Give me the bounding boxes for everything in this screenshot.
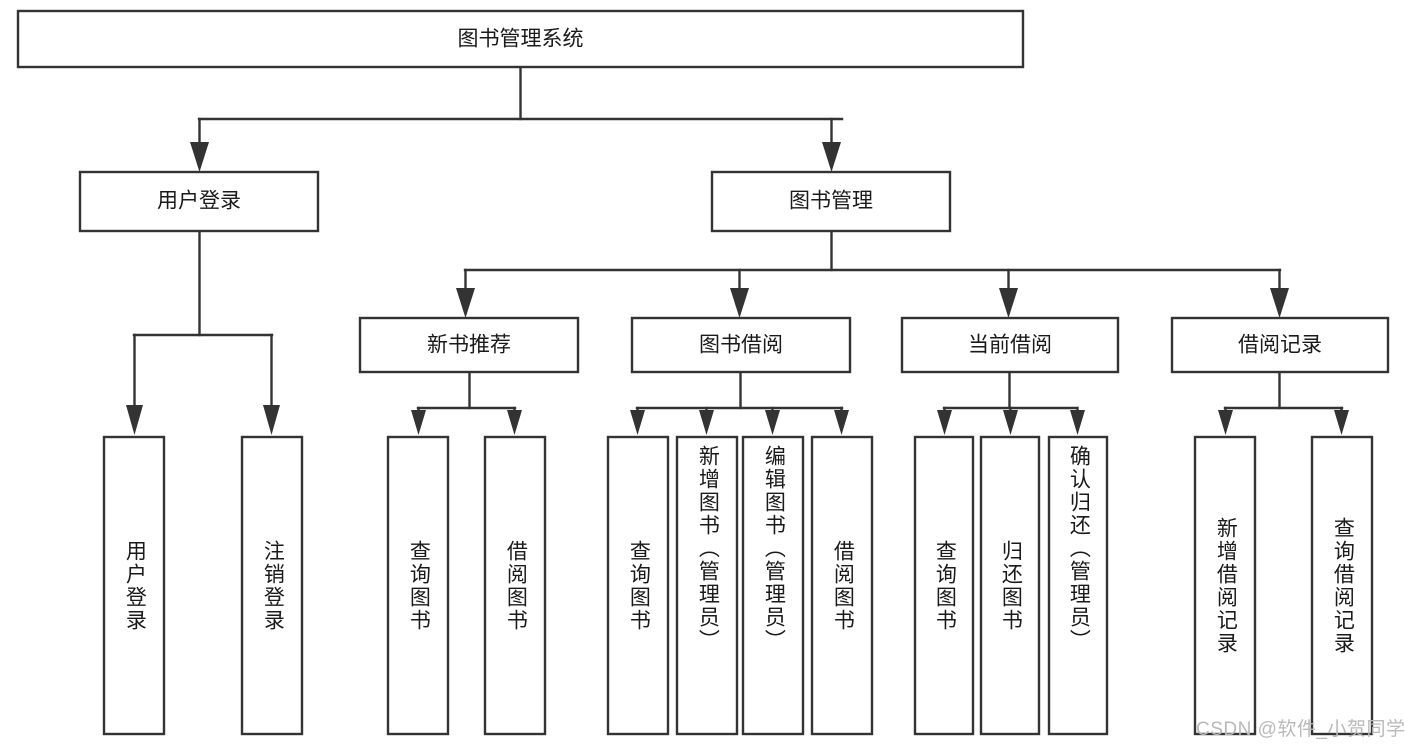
arrow-head-leaf-add-book — [699, 410, 714, 435]
leaf-label-user-login: 用户登录 — [123, 539, 147, 632]
node-label-current-borrow: 当前借阅 — [968, 334, 1052, 357]
node-box-leaf-edit-book[interactable] — [741, 435, 805, 736]
leaf-label-query-book-3: 查询图书 — [933, 539, 957, 632]
arrow-head-leaf-query-book-2 — [630, 410, 645, 435]
leaf-label-borrow-book-1: 借阅图书 — [504, 539, 528, 632]
leaf-label-query-record: 查询借阅记录 — [1331, 516, 1355, 655]
node-label-book-borrow: 图书借阅 — [699, 334, 783, 357]
arrow-head-leaf-confirm-return — [1070, 410, 1085, 435]
leaf-label-query-book-1: 查询图书 — [407, 539, 431, 632]
node-box-borrow-record[interactable] — [1170, 316, 1390, 374]
arrow-head-leaf-query-book-1 — [411, 410, 426, 435]
arrow-head-leaf-add-record — [1218, 410, 1233, 435]
node-box-leaf-confirm-return[interactable] — [1047, 435, 1109, 736]
connector-group-current-borrow — [937, 370, 1085, 435]
node-box-root[interactable] — [16, 9, 1025, 69]
node-box-new-book-recommend[interactable] — [358, 316, 580, 374]
leaf-label-add-record: 新增借阅记录 — [1214, 516, 1238, 655]
arrow-head-current-borrow — [999, 288, 1018, 318]
node-box-leaf-add-record[interactable] — [1193, 435, 1257, 736]
arrow-head-book-borrow — [730, 288, 749, 318]
arrow-head-user-login — [190, 142, 209, 172]
node-box-leaf-query-book-3[interactable] — [913, 435, 975, 736]
node-label-user-login: 用户登录 — [157, 190, 241, 213]
arrow-head-leaf-borrow-book-1 — [507, 410, 522, 435]
connector-group-root — [190, 65, 844, 172]
leaf-label-add-book: 新增图书（管理员） — [696, 445, 720, 652]
node-box-leaf-query-book-1[interactable] — [386, 435, 450, 736]
node-box-leaf-borrow-book-2[interactable] — [810, 435, 874, 736]
node-box-book-management[interactable] — [710, 170, 952, 233]
arrow-head-new-book-recommend — [456, 288, 475, 318]
arrow-head-leaf-user-logout — [263, 405, 280, 435]
arrow-head-leaf-edit-book — [765, 410, 780, 435]
arrow-head-leaf-query-record — [1334, 410, 1349, 435]
leaf-label-query-book-2: 查询图书 — [627, 539, 651, 632]
connector-group-borrow-record — [1218, 370, 1349, 435]
connector-group-book-management — [456, 229, 1289, 318]
leaf-label-return-book: 归还图书 — [999, 539, 1023, 632]
leaf-label-edit-book: 编辑图书（管理员） — [762, 445, 786, 652]
leaf-label-confirm-return: 确认归还（管理员） — [1067, 445, 1091, 652]
node-box-leaf-user-logout[interactable] — [240, 435, 304, 736]
node-label-root: 图书管理系统 — [458, 28, 584, 51]
arrow-head-leaf-user-login — [126, 405, 143, 435]
node-box-book-borrow[interactable] — [630, 316, 852, 374]
node-label-new-book-recommend: 新书推荐 — [427, 334, 511, 357]
leaf-label-borrow-book-2: 借阅图书 — [831, 539, 855, 632]
arrow-head-borrow-record — [1270, 288, 1289, 318]
node-box-leaf-add-book[interactable] — [675, 435, 739, 736]
arrow-head-leaf-query-book-3 — [937, 410, 952, 435]
leaf-label-user-logout: 注销登录 — [261, 539, 285, 632]
arrow-head-leaf-borrow-book-2 — [834, 410, 849, 435]
node-box-current-borrow[interactable] — [900, 316, 1120, 374]
node-label-borrow-record: 借阅记录 — [1238, 334, 1322, 357]
node-box-leaf-borrow-book-1[interactable] — [483, 435, 547, 736]
connector-group-new-book-recommend — [411, 370, 522, 435]
node-box-leaf-user-login[interactable] — [102, 435, 166, 736]
node-box-leaf-query-record[interactable] — [1310, 435, 1374, 736]
node-box-leaf-return-book[interactable] — [979, 435, 1041, 736]
arrow-head-book-management — [822, 142, 841, 172]
connector-group-user-login — [126, 229, 280, 435]
node-label-book-management: 图书管理 — [789, 190, 873, 213]
node-box-user-login[interactable] — [78, 170, 320, 233]
arrow-head-leaf-return-book — [1003, 410, 1018, 435]
connector-group-book-borrow — [630, 370, 849, 435]
watermark-text: CSDN @软件_小贺同学 — [1196, 719, 1405, 740]
node-box-leaf-query-book-2[interactable] — [606, 435, 670, 736]
